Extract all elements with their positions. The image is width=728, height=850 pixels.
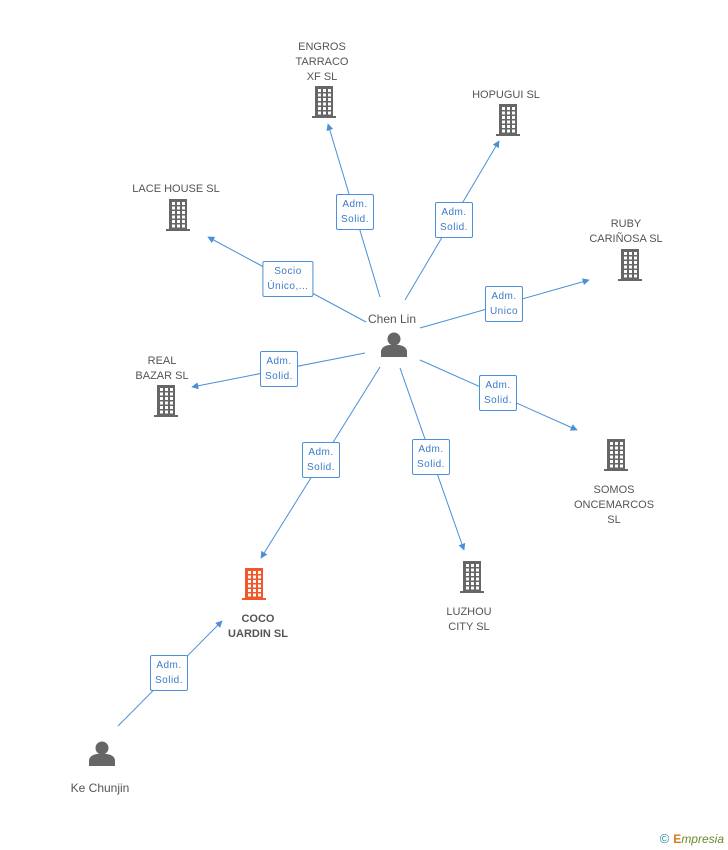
building-icon-somos[interactable] <box>604 439 628 471</box>
building-icon-luzhou[interactable] <box>460 561 484 593</box>
edge-label-chen-coco[interactable]: Adm. Solid. <box>301 442 341 478</box>
node-label-luzhou[interactable]: LUZHOU CITY SL <box>446 606 492 633</box>
building-icon-lace[interactable] <box>166 199 190 231</box>
building-icon-engros[interactable] <box>312 86 336 118</box>
edge-label-chen-hopugui[interactable]: Adm. Solid. <box>434 202 474 238</box>
node-label-ruby[interactable]: RUBY CARIÑOSA SL <box>589 218 663 245</box>
building-icon-real[interactable] <box>154 385 178 417</box>
person-icon-ke[interactable] <box>89 741 115 767</box>
watermark: © Empresia <box>660 831 724 846</box>
node-label-ke[interactable]: Ke Chunjin <box>70 781 130 795</box>
edge-label-chen-lace[interactable]: Socio Único,... <box>262 261 314 297</box>
edge-label-chen-real[interactable]: Adm. Solid. <box>259 351 299 387</box>
building-icon-hopugui[interactable] <box>496 104 520 136</box>
node-label-chen[interactable]: Chen Lin <box>367 312 417 326</box>
edge-label-ke-coco[interactable]: Adm. Solid. <box>149 655 189 691</box>
node-label-hopugui[interactable]: HOPUGUI SL <box>472 89 540 101</box>
person-icon-chen[interactable] <box>381 332 407 358</box>
node-label-coco[interactable]: COCO UARDIN SL <box>228 613 288 640</box>
node-label-lace[interactable]: LACE HOUSE SL <box>132 183 220 195</box>
node-label-somos[interactable]: SOMOS ONCEMARCOS SL <box>573 484 655 526</box>
brand-logo[interactable]: Empresia <box>673 831 724 846</box>
building-icon-ruby[interactable] <box>618 249 642 281</box>
node-label-real[interactable]: REAL BAZAR SL <box>135 355 189 382</box>
node-label-engros[interactable]: ENGROS TARRACO XF SL <box>295 41 349 83</box>
edge-label-chen-luzhou[interactable]: Adm. Solid. <box>411 439 451 475</box>
edge-label-chen-engros[interactable]: Adm. Solid. <box>335 194 375 230</box>
edge-label-chen-ruby[interactable]: Adm. Unico <box>484 286 524 322</box>
edge-label-chen-somos[interactable]: Adm. Solid. <box>478 375 518 411</box>
building-icon-coco[interactable] <box>242 568 266 600</box>
copyright-icon: © <box>659 831 670 846</box>
